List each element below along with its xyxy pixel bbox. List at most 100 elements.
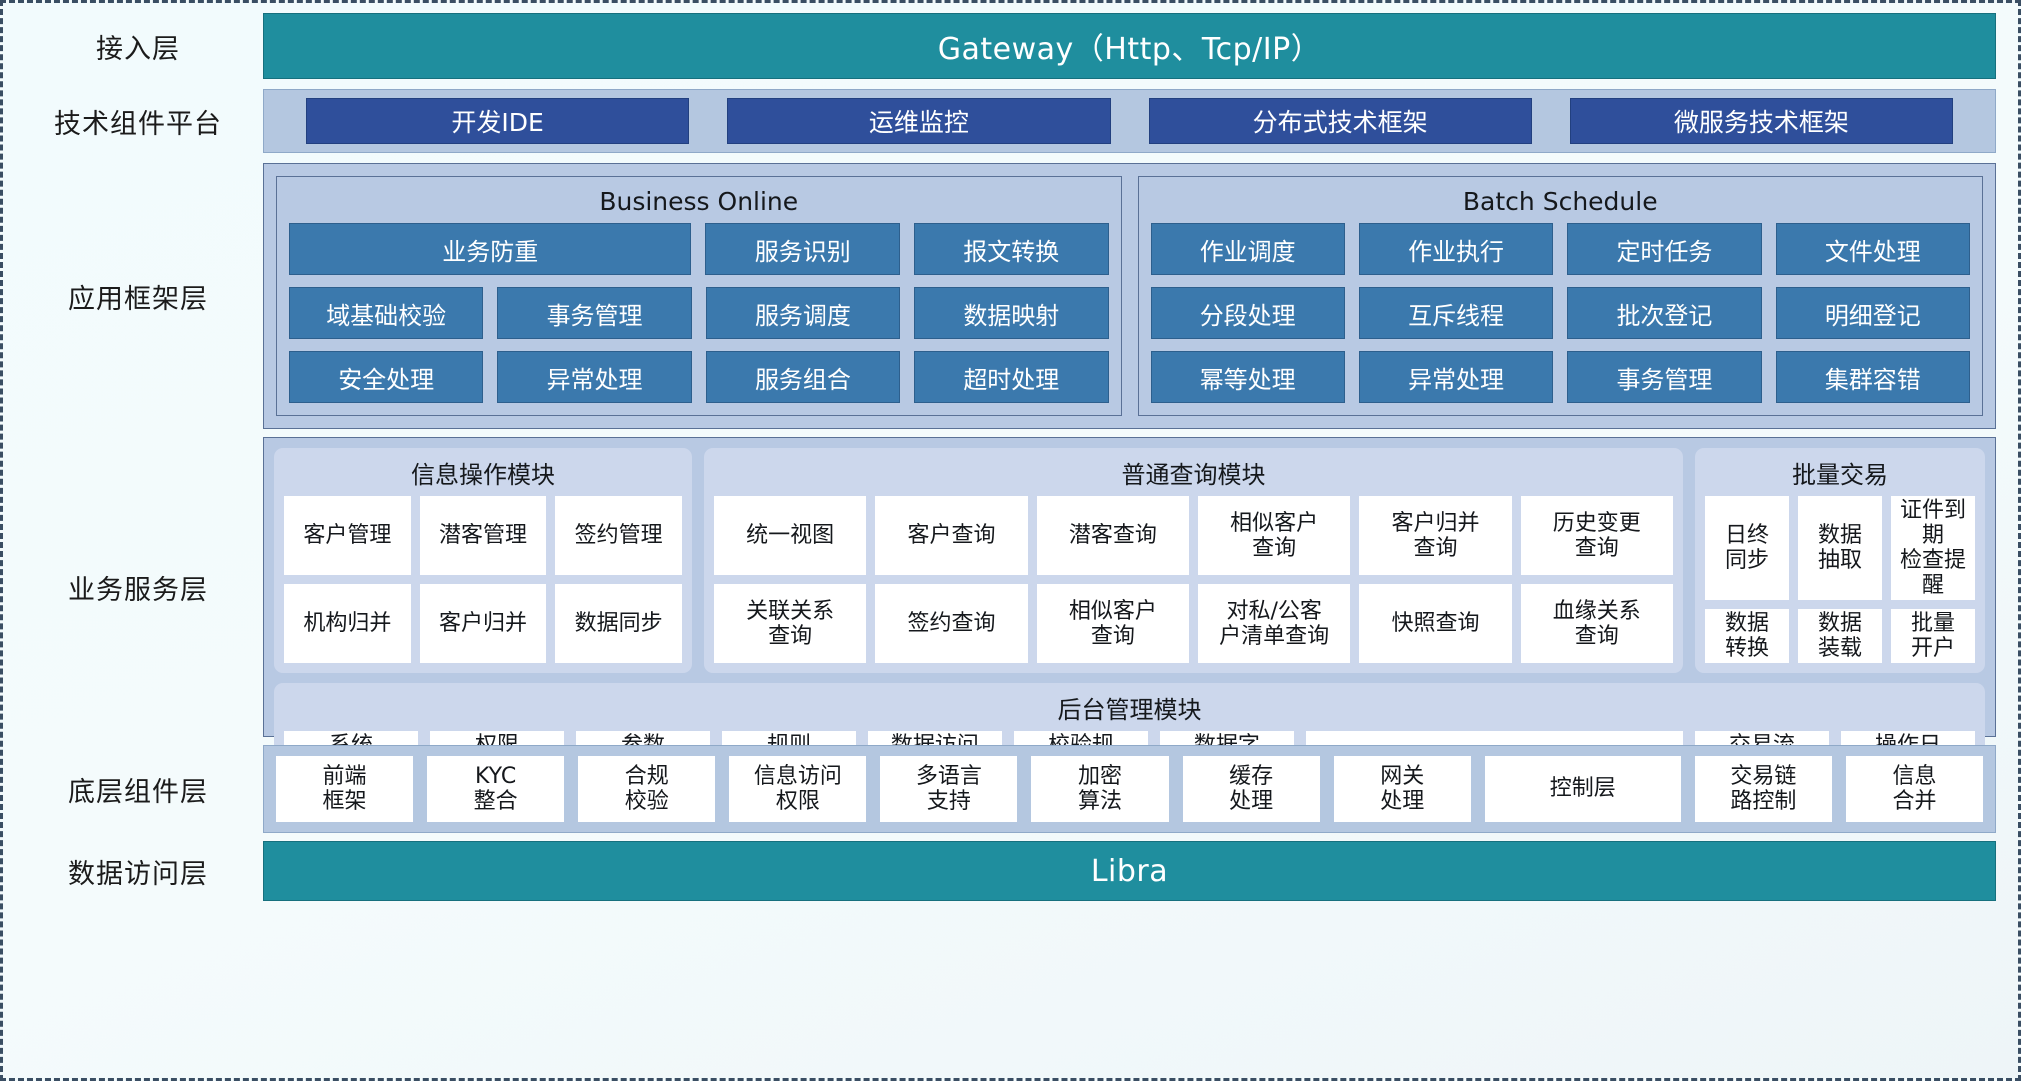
cell-zjdqjctx[interactable]: 证件到期 检查提醒 <box>1891 496 1975 601</box>
appfw-cell-dsrw[interactable]: 定时任务 <box>1567 223 1762 275</box>
appfw-cell-fwsb[interactable]: 服务识别 <box>705 223 900 275</box>
cell-khcx[interactable]: 客户查询 <box>875 496 1028 576</box>
biz-module-info-ops: 信息操作模块 客户管理 潜客管理 签约管理 机构归并 客户归并 数据同步 <box>274 448 692 674</box>
divider <box>13 429 1996 437</box>
appfw-cell-fdcl[interactable]: 分段处理 <box>1150 287 1345 339</box>
appfw-cell-ywfz[interactable]: 业务防重 <box>289 223 692 275</box>
appfw-cell-fwzh[interactable]: 服务组合 <box>705 351 901 403</box>
tech-chip-ops-monitor[interactable]: 运维监控 <box>727 98 1111 144</box>
layer-label-biz: 业务服务层 <box>68 574 208 606</box>
appfw-cell-fwdd[interactable]: 服务调度 <box>705 287 901 339</box>
cell-glgxcx[interactable]: 关联关系 查询 <box>714 584 867 664</box>
appfw-cell-yccl2[interactable]: 异常处理 <box>1358 351 1554 403</box>
tech-chip-microservice-framework[interactable]: 微服务技术框架 <box>1569 98 1953 144</box>
appfw-cell-yjcjy[interactable]: 域基础校验 <box>289 287 484 339</box>
appfw-row: 作业调度 作业执行 定时任务 文件处理 <box>1150 223 1970 275</box>
divider <box>13 833 1996 841</box>
cell-qdkj[interactable]: 前端 框架 <box>276 756 414 822</box>
tech-chip-ide[interactable]: 开发IDE <box>306 98 690 144</box>
appfw-row: 分段处理 互斥线程 批次登记 明细登记 <box>1150 287 1970 339</box>
cell-sjzz[interactable]: 数据 装载 <box>1798 609 1882 664</box>
cell-plkh[interactable]: 批量 开户 <box>1891 609 1975 664</box>
cell-dyyzc[interactable]: 多语言 支持 <box>880 756 1018 822</box>
appfw-row: 业务防重 服务识别 报文转换 <box>289 223 1109 275</box>
layer-data-access: 数据访问层 Libra <box>13 841 1996 901</box>
cell-sjzh[interactable]: 数据 转换 <box>1705 609 1789 664</box>
cell-xskhcx[interactable]: 相似客户 查询 <box>1197 496 1351 576</box>
cell-rztb[interactable]: 日终 同步 <box>1705 496 1789 601</box>
biz-module-batch-transaction: 批量交易 日终 同步 数据 抽取 证件到期 检查提醒 数据 转换 数据 装载 批… <box>1695 448 1985 674</box>
layer-bottom-components: 底层组件层 前端 框架 KYC 整合 合规 校验 信息访问 权限 多语言 支持 … <box>13 745 1996 833</box>
appfw-cell-mxdj[interactable]: 明细登记 <box>1775 287 1970 339</box>
group-title-batch-schedule: Batch Schedule <box>1462 187 1658 216</box>
divider <box>13 153 1996 163</box>
cell-xygxcx[interactable]: 血缘关系 查询 <box>1520 584 1673 664</box>
cell-tyst[interactable]: 统一视图 <box>714 496 867 576</box>
appfw-row: 安全处理 异常处理 服务组合 超时处理 <box>289 351 1109 403</box>
cell-khgl[interactable]: 客户管理 <box>284 496 411 576</box>
cell-hccl[interactable]: 缓存 处理 <box>1182 756 1320 822</box>
module-row: 客户管理 潜客管理 签约管理 <box>284 496 683 576</box>
cell-kzc[interactable]: 控制层 <box>1484 756 1681 822</box>
module-title-backend-admin: 后台管理模块 <box>1057 696 1202 725</box>
appfw-cell-swgl[interactable]: 事务管理 <box>497 287 692 339</box>
appfw-cell-cscl[interactable]: 超时处理 <box>914 351 1109 403</box>
layer-tech-platform: 技术组件平台 开发IDE 运维监控 分布式技术框架 微服务技术框架 <box>13 89 1996 153</box>
cell-khgbcx[interactable]: 客户归并 查询 <box>1359 496 1512 576</box>
cell-qkcx[interactable]: 潜客查询 <box>1036 496 1189 576</box>
appfw-panel: Business Online 业务防重 服务识别 报文转换 域基础校验 事务管… <box>263 163 1996 429</box>
module-row: 日终 同步 数据 抽取 证件到期 检查提醒 <box>1705 496 1975 601</box>
module-title-batch-transaction: 批量交易 <box>1792 461 1888 489</box>
cell-sjcq[interactable]: 数据 抽取 <box>1798 496 1882 601</box>
cell-qycx[interactable]: 签约查询 <box>875 584 1028 664</box>
appfw-group-business-online: Business Online 业务防重 服务识别 报文转换 域基础校验 事务管… <box>276 176 1122 416</box>
appfw-cell-bwzh[interactable]: 报文转换 <box>913 223 1109 275</box>
module-row: 统一视图 客户查询 潜客查询 相似客户 查询 客户归并 查询 历史变更 查询 <box>714 496 1673 576</box>
appfw-cell-hcxc[interactable]: 互斥线程 <box>1358 287 1554 339</box>
layer-app-framework: 应用框架层 Business Online 业务防重 服务识别 报文转换 域基础… <box>13 163 1996 429</box>
cell-wgcl[interactable]: 网关 处理 <box>1333 756 1471 822</box>
module-row: 机构归并 客户归并 数据同步 <box>284 584 683 664</box>
cell-lsbgcx[interactable]: 历史变更 查询 <box>1520 496 1673 576</box>
cell-kzcx[interactable]: 快照查询 <box>1359 584 1512 664</box>
cell-sjtb[interactable]: 数据同步 <box>555 584 683 664</box>
appfw-cell-sjys[interactable]: 数据映射 <box>914 287 1109 339</box>
layer-business-service: 业务服务层 信息操作模块 客户管理 潜客管理 签约管理 <box>13 437 1996 792</box>
module-row: 关联关系 查询 签约查询 相似客户 查询 对私/公客 户清单查询 快照查询 血缘… <box>714 584 1673 664</box>
cell-xskhcx2[interactable]: 相似客户 查询 <box>1036 584 1189 664</box>
bottom-panel: 前端 框架 KYC 整合 合规 校验 信息访问 权限 多语言 支持 加密 算法 … <box>263 745 1996 833</box>
cell-jylkz[interactable]: 交易链 路控制 <box>1694 756 1832 822</box>
cell-jggb[interactable]: 机构归并 <box>284 584 411 664</box>
gateway-bar: Gateway（Http、Tcp/IP） <box>263 13 1996 79</box>
module-title-info-ops: 信息操作模块 <box>411 461 555 489</box>
layer-label-bottom: 底层组件层 <box>68 776 208 808</box>
appfw-cell-zydd[interactable]: 作业调度 <box>1150 223 1345 275</box>
cell-khgb[interactable]: 客户归并 <box>419 584 547 664</box>
cell-xxhb[interactable]: 信息 合并 <box>1845 756 1984 822</box>
appfw-cell-wjcl[interactable]: 文件处理 <box>1775 223 1970 275</box>
cell-kyczh[interactable]: KYC 整合 <box>427 756 565 822</box>
layer-access: 接入层 Gateway（Http、Tcp/IP） <box>13 13 1996 79</box>
cell-qkgl[interactable]: 潜客管理 <box>419 496 547 576</box>
cell-hgjy[interactable]: 合规 校验 <box>578 756 716 822</box>
divider <box>13 737 1996 745</box>
appfw-cell-swgl2[interactable]: 事务管理 <box>1567 351 1762 403</box>
appfw-cell-aqcl[interactable]: 安全处理 <box>289 351 484 403</box>
layer-label-tech: 技术组件平台 <box>54 108 222 140</box>
group-title-business-online: Business Online <box>599 187 799 216</box>
appfw-cell-mdcl[interactable]: 幂等处理 <box>1150 351 1345 403</box>
biz-panel: 信息操作模块 客户管理 潜客管理 签约管理 机构归并 客户归并 数据同步 <box>263 437 1996 792</box>
cell-qygl[interactable]: 签约管理 <box>555 496 683 576</box>
cell-jmsf[interactable]: 加密 算法 <box>1031 756 1169 822</box>
layer-label-appfw: 应用框架层 <box>68 283 208 315</box>
appfw-cell-jqrc[interactable]: 集群容错 <box>1775 351 1970 403</box>
appfw-cell-yccl[interactable]: 异常处理 <box>497 351 692 403</box>
cell-dsgkhqdcx[interactable]: 对私/公客 户清单查询 <box>1197 584 1351 664</box>
appfw-cell-pcdj[interactable]: 批次登记 <box>1567 287 1762 339</box>
appfw-cell-zyzx[interactable]: 作业执行 <box>1358 223 1554 275</box>
appfw-group-batch-schedule: Batch Schedule 作业调度 作业执行 定时任务 文件处理 分段处理 … <box>1137 176 1983 416</box>
cell-xxfwqx[interactable]: 信息访问 权限 <box>729 756 867 822</box>
tech-chip-distributed-framework[interactable]: 分布式技术框架 <box>1148 98 1532 144</box>
module-row: 数据 转换 数据 装载 批量 开户 <box>1705 609 1975 664</box>
